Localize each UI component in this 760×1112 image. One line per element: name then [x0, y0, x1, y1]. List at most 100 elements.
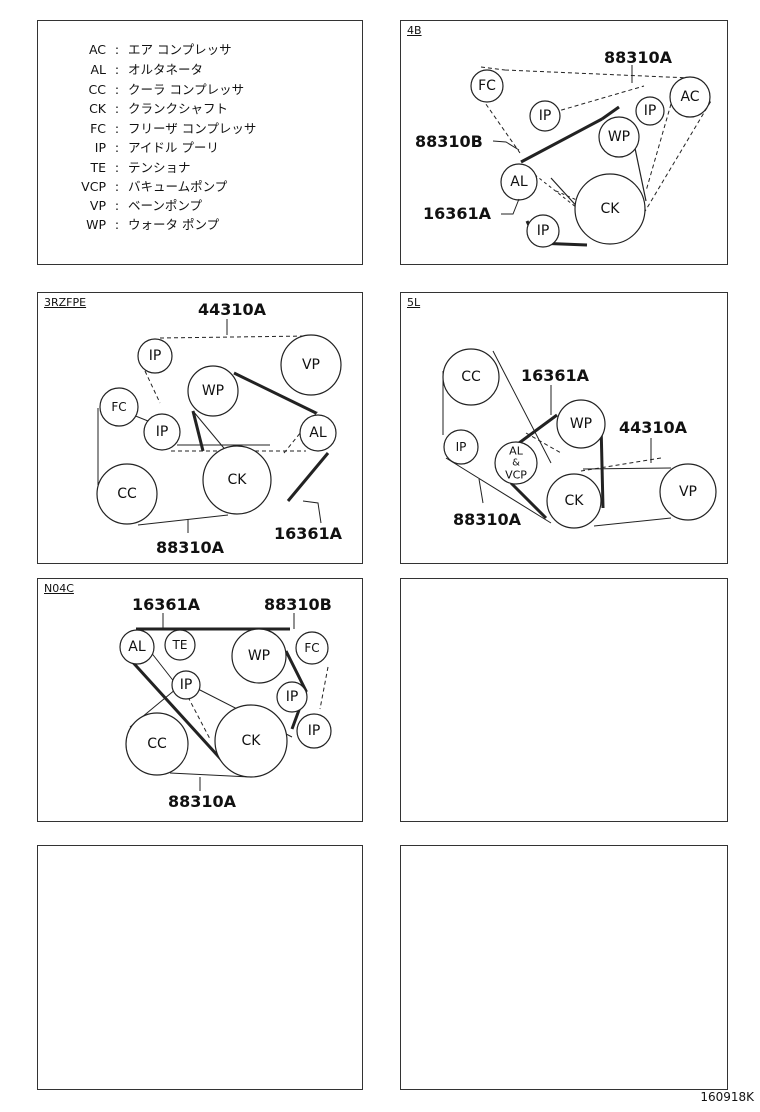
- part-number-label: 88310B: [415, 132, 483, 151]
- pulley-label: IP: [537, 223, 550, 239]
- pulley-ip: [529, 100, 561, 132]
- pulley-fc: [470, 69, 504, 103]
- pulley-ip: [143, 413, 181, 451]
- pulley-label: CC: [461, 369, 481, 385]
- pulley-label: VP: [679, 484, 697, 500]
- pulley-label: VP: [302, 357, 320, 373]
- legend-label: アイドル プーリ: [128, 140, 219, 155]
- part-number-label: 88310B: [264, 595, 332, 614]
- legend-row: VP: ベーンポンプ: [68, 195, 202, 214]
- pulley-vp: [659, 463, 717, 521]
- engine-tag: N04C: [44, 582, 74, 595]
- legend-label: バキュームポンプ: [128, 179, 228, 194]
- pulley-label: WP: [248, 648, 270, 664]
- pulley-al: [119, 629, 155, 665]
- legend-separator: :: [114, 62, 120, 77]
- pulley-al: [299, 414, 337, 452]
- pulley-cc: [442, 348, 500, 406]
- pulley-label: IP: [156, 424, 169, 440]
- pulley-ck: [214, 704, 288, 778]
- pulley-label: IP: [149, 348, 162, 364]
- belt-routing-svg: IP VP WP FC IP AL CC CK 44310A 16361A 88…: [96, 300, 343, 557]
- pulley-ck: [202, 445, 272, 515]
- legend-separator: :: [114, 121, 120, 136]
- legend-label: ベーンポンプ: [128, 198, 203, 213]
- legend-row: IP: アイドル プーリ: [68, 137, 219, 156]
- pulley-wp: [556, 399, 606, 449]
- pulley-fc: [99, 387, 139, 427]
- legend-code: IP: [94, 140, 106, 155]
- legend-label: ウォータ ポンプ: [128, 217, 220, 232]
- pulley-ac: [669, 76, 711, 118]
- pulley-ip: [137, 338, 173, 374]
- pulley-cc: [125, 712, 189, 776]
- legend-code: VP: [89, 198, 106, 213]
- pulley-ip: [526, 214, 560, 248]
- pulley-label: CC: [147, 736, 167, 752]
- legend-row: AL:オルタネータ: [68, 59, 203, 78]
- legend-row: AC:エア コンプレッサ: [68, 39, 232, 58]
- pulley-ip: [443, 429, 479, 465]
- diagram-id: 160918K: [700, 1090, 754, 1104]
- legend-label: クランクシャフト: [128, 101, 229, 116]
- legend-separator: :: [114, 101, 120, 116]
- pulley-label: WP: [202, 383, 224, 399]
- pulley-wp: [231, 628, 287, 684]
- belt-diagram-3rzfpe: 3RZFPE IP VP WP FC IP: [37, 292, 363, 564]
- legend-label: オルタネータ: [128, 62, 204, 77]
- legend-separator: :: [114, 217, 120, 232]
- pulley-label: FC: [111, 400, 126, 414]
- part-number-label: 16361A: [274, 524, 343, 543]
- pulley-label: AL: [509, 445, 524, 458]
- part-number-label: 44310A: [198, 300, 267, 319]
- engine-tag: 5L: [407, 296, 421, 309]
- part-number-label: 88310A: [168, 792, 237, 811]
- legend-row: FC:フリーザ コンプレッサ: [68, 118, 256, 137]
- part-number-label: 16361A: [423, 204, 492, 223]
- pulley-fc: [295, 631, 329, 665]
- pulley-cc: [96, 463, 158, 525]
- engine-tag: 3RZFPE: [44, 296, 87, 309]
- legend-separator: :: [114, 198, 120, 213]
- legend-code: FC: [90, 121, 106, 136]
- legend-separator: :: [114, 179, 120, 194]
- belt-diagram-5l: 5L CC WP IP AL & VCP CK VP: [400, 292, 728, 564]
- pulley-wp: [187, 365, 239, 417]
- pulley-label: FC: [304, 641, 319, 655]
- pulley-label: WP: [608, 129, 630, 145]
- pulley-te: [164, 629, 196, 661]
- pulley-label: VCP: [505, 469, 527, 482]
- legend-row: TE:テンショナ: [68, 157, 191, 176]
- legend-row: WP:ウォータ ポンプ: [68, 214, 219, 233]
- belt-diagram-n04c: N04C AL TE WP FC IP I: [37, 578, 363, 822]
- empty-panel: [400, 578, 728, 822]
- legend-panel: AC:エア コンプレッサ AL:オルタネータ CC:クーラ コンプレッサ CK:…: [37, 20, 363, 265]
- empty-panel: [37, 845, 363, 1090]
- pulley-label: AC: [680, 89, 699, 105]
- belt-routing-svg: FC IP IP AC WP AL CK IP 88310A 88310B 16…: [415, 48, 712, 248]
- pulley-label: CK: [228, 472, 248, 488]
- legend-code: VCP: [81, 179, 106, 194]
- pulley-label: IP: [644, 103, 657, 119]
- pulley-label: IP: [286, 689, 299, 705]
- legend-code: CC: [88, 82, 106, 97]
- pulley-ck: [546, 473, 602, 529]
- legend-separator: :: [114, 160, 120, 175]
- pulley-label: IP: [456, 440, 467, 454]
- pulley-label: AL: [510, 174, 528, 190]
- legend-code: CK: [89, 101, 106, 116]
- legend-label: テンショナ: [128, 160, 191, 175]
- pulley-vp: [280, 334, 342, 396]
- legend-separator: :: [114, 140, 120, 155]
- pulley-label: WP: [570, 416, 592, 432]
- pulley-label: CK: [565, 493, 585, 509]
- legend-separator: :: [114, 82, 120, 97]
- legend-row: CK: クランクシャフト: [68, 98, 228, 117]
- pulley-al-vcp: [494, 441, 538, 485]
- pulley-ip: [296, 713, 332, 749]
- legend-code: AC: [88, 42, 106, 57]
- empty-panel: [400, 845, 728, 1090]
- legend-row: CC:クーラ コンプレッサ: [68, 79, 245, 98]
- pulley-ck: [574, 173, 646, 245]
- legend-label: エア コンプレッサ: [128, 42, 232, 57]
